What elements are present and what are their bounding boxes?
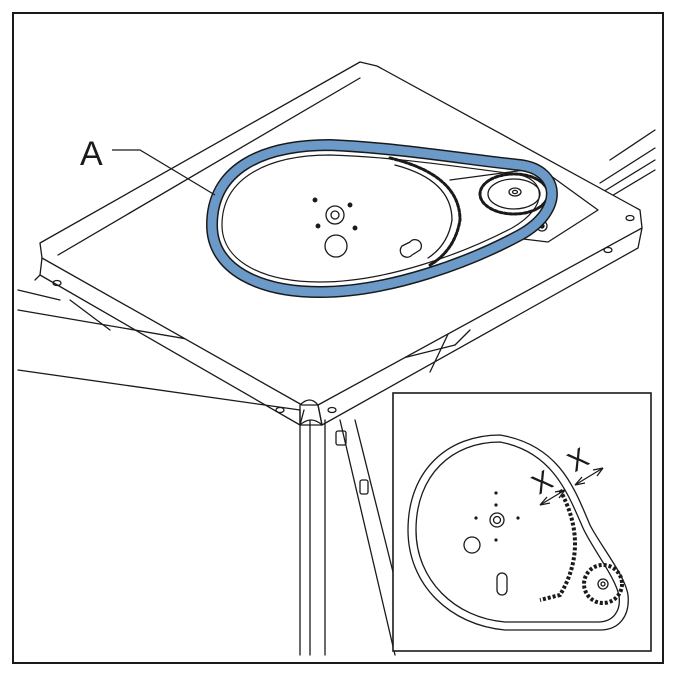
side-rail xyxy=(597,129,656,201)
callout-a-label: A xyxy=(80,135,103,173)
gap-arrow-2 xyxy=(574,467,604,486)
inset-belt xyxy=(407,434,629,631)
gap-arrow-1 xyxy=(539,489,566,506)
inset-small-sprocket xyxy=(582,563,624,605)
inset-large-sprocket xyxy=(539,489,577,602)
belt-a xyxy=(206,139,558,298)
detail-inset: X X xyxy=(392,392,652,652)
callout-a: A xyxy=(80,135,216,196)
mounting-plate xyxy=(34,61,643,426)
outer-frame xyxy=(12,12,664,664)
large-sprocket xyxy=(312,156,462,267)
